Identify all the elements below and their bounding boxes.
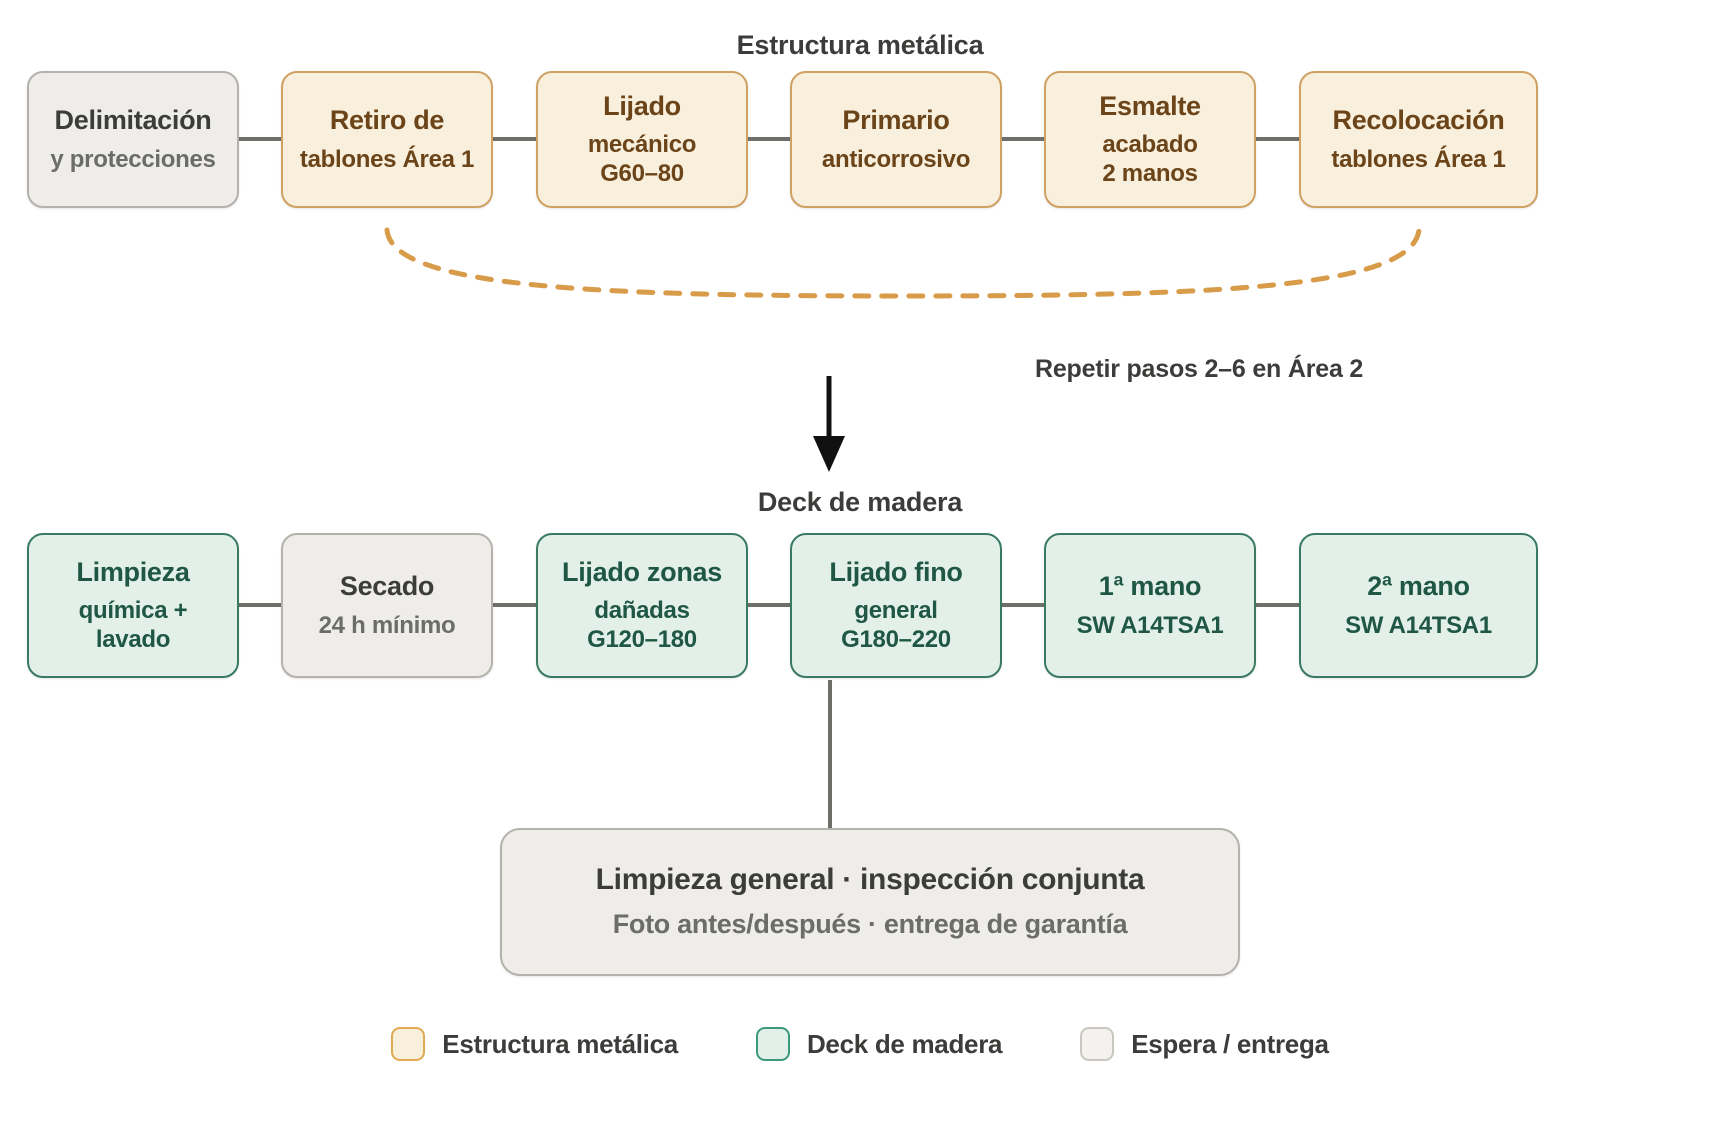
- node-secado[interactable]: Secado 24 h mínimo: [281, 533, 493, 678]
- node-title: Primario: [842, 105, 950, 136]
- legend-swatch-wait-icon: [1080, 1027, 1115, 1061]
- legend-swatch-metal-icon: [391, 1027, 426, 1061]
- node-title: Recolocación: [1332, 105, 1505, 136]
- node-subtitle: anticorrosivo: [821, 145, 971, 173]
- node-primera-mano[interactable]: 1ª mano SW A14TSA1: [1044, 533, 1256, 678]
- node-title: Secado: [339, 571, 435, 602]
- node-title: 1ª mano: [1098, 571, 1202, 602]
- node-title: Retiro de: [329, 105, 445, 136]
- node-segunda-mano[interactable]: 2ª mano SW A14TSA1: [1299, 533, 1538, 678]
- legend-item-metal[interactable]: Estructura metálica: [391, 1027, 678, 1061]
- legend-swatch-deck-icon: [755, 1027, 790, 1061]
- repeat-loop-dashed-path: [384, 227, 1422, 299]
- node-title: Lijado: [603, 91, 681, 122]
- section-title-metal: Estructura metálica: [736, 30, 984, 60]
- legend-label: Espera / entrega: [1131, 1028, 1329, 1059]
- repeat-loop-label: Repetir pasos 2–6 en Área 2: [1035, 355, 1364, 383]
- node-limpieza[interactable]: Limpieza química +lavado: [27, 533, 239, 678]
- node-subtitle: y protecciones: [50, 145, 216, 173]
- node-limpieza-general-inspeccion[interactable]: Limpieza general · inspección conjunta F…: [500, 828, 1240, 976]
- legend: Estructura metálica Deck de madera Esper…: [0, 1027, 1720, 1061]
- legend-item-wait[interactable]: Espera / entrega: [1080, 1027, 1329, 1061]
- node-subtitle: 24 h mínimo: [318, 611, 456, 639]
- legend-item-deck[interactable]: Deck de madera: [755, 1027, 1003, 1061]
- node-subtitle: Foto antes/después · entrega de garantía: [612, 909, 1128, 940]
- node-title: Lijado zonas: [562, 557, 722, 588]
- node-subtitle: química +lavado: [78, 597, 188, 653]
- node-title: Esmalte: [1099, 91, 1201, 122]
- node-subtitle: tablones Área 1: [299, 145, 475, 173]
- node-retiro-tablones[interactable]: Retiro de tablones Área 1: [281, 71, 493, 208]
- node-title: Lijado fino: [829, 557, 963, 588]
- node-recolocacion[interactable]: Recolocación tablones Área 1: [1299, 71, 1538, 208]
- node-title: 2ª mano: [1367, 571, 1470, 602]
- node-subtitle: tablones Área 1: [1331, 145, 1506, 173]
- node-subtitle: SW A14TSA1: [1076, 611, 1224, 639]
- node-title: Limpieza general · inspección conjunta: [595, 862, 1145, 896]
- legend-label: Estructura metálica: [442, 1028, 678, 1059]
- section-down-arrow: [813, 376, 845, 472]
- node-title: Limpieza: [76, 557, 190, 588]
- section-title-deck: Deck de madera: [757, 487, 963, 517]
- node-subtitle: SW A14TSA1: [1345, 611, 1492, 639]
- node-title: Delimitación: [54, 105, 212, 136]
- node-primario[interactable]: Primario anticorrosivo: [790, 71, 1002, 208]
- node-delimitacion[interactable]: Delimitación y protecciones: [27, 71, 239, 208]
- legend-label: Deck de madera: [806, 1028, 1003, 1059]
